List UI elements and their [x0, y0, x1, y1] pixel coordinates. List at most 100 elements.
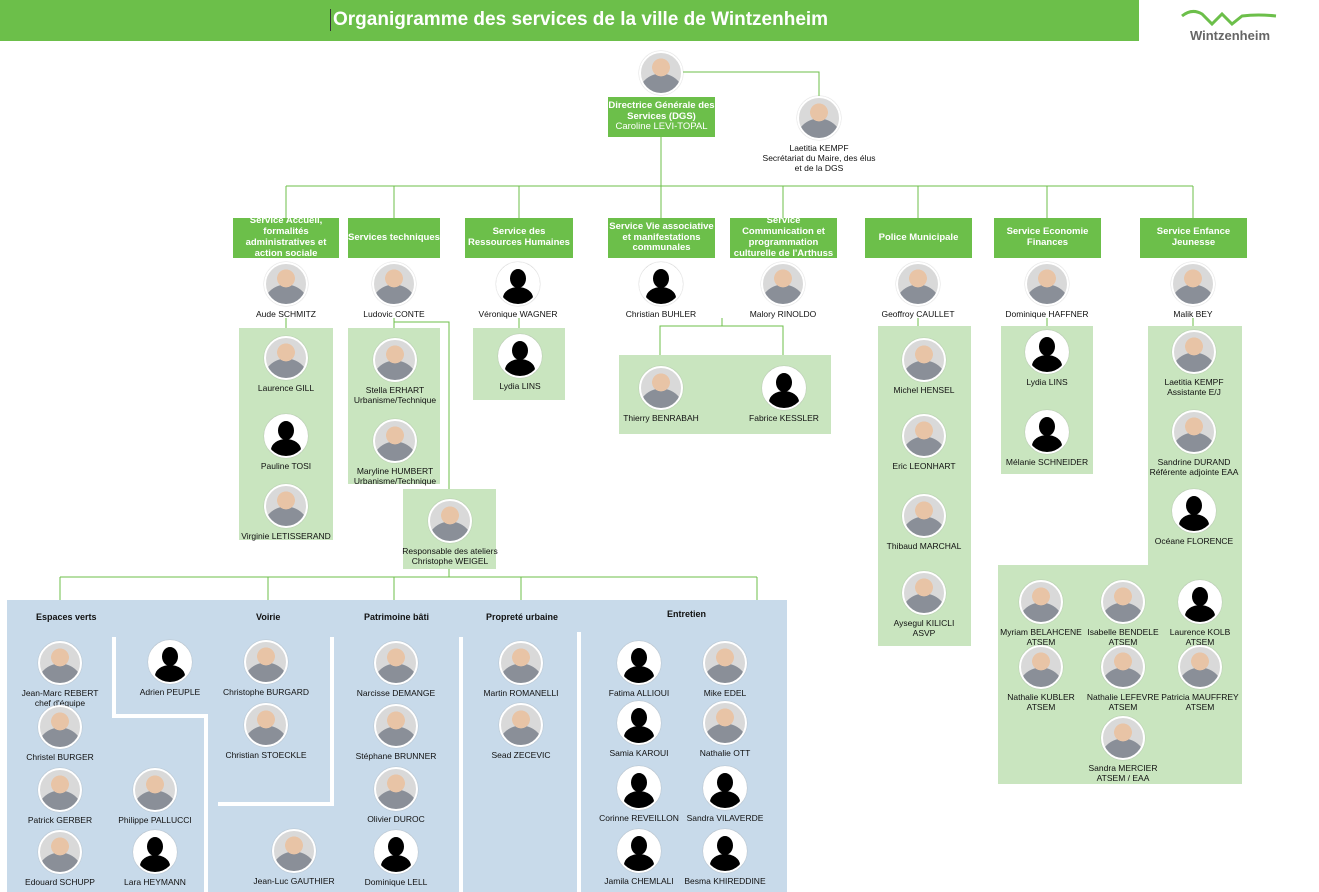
- avatar: [38, 768, 82, 812]
- avatar: [902, 338, 946, 382]
- staff-card: Narcisse DEMANGE: [336, 641, 456, 698]
- staff-card: Sead ZECEVIC: [461, 703, 581, 760]
- staff-card: Edouard SCHUPP: [0, 830, 120, 887]
- staff-card: Besma KHIREDDINE: [665, 829, 785, 886]
- secretary-name: Laetitia KEMPF: [789, 143, 849, 153]
- staff-card: Nathalie LEFEVRE ATSEM: [1063, 645, 1183, 712]
- dgs-card: [601, 51, 721, 95]
- avatar: [374, 704, 418, 748]
- head-finances: Dominique HAFFNER: [987, 262, 1107, 319]
- staff-card: Laetitia KEMPF Assistante E/J: [1134, 330, 1254, 397]
- avatar: [264, 262, 308, 306]
- person-name: Nathalie KUBLER ATSEM: [1007, 692, 1075, 713]
- person-name: Adrien PEUPLE: [139, 687, 201, 697]
- silhouette-icon: [639, 262, 683, 306]
- divider: [112, 714, 204, 718]
- silhouette-icon: [617, 641, 661, 685]
- staff-card: Olivier DUROC: [336, 767, 456, 824]
- person-name: Malik BEY: [1173, 309, 1213, 319]
- staff-card: Mike EDEL: [665, 641, 785, 698]
- head-vie-associative: Christian BUHLER: [601, 262, 721, 319]
- avatar: [1101, 580, 1145, 624]
- staff-card: Fabrice KESSLER: [724, 366, 844, 423]
- person-name: Véronique WAGNER: [478, 309, 558, 319]
- silhouette-icon: [496, 262, 540, 306]
- avatar: [1172, 330, 1216, 374]
- person-name: Laurence GILL: [257, 383, 315, 393]
- secretary-role: Secrétariat du Maire, des élus et de la …: [762, 153, 876, 174]
- dgs-name: Caroline LEVI-TOPAL: [615, 121, 708, 133]
- silhouette-icon: [617, 766, 661, 810]
- group-espaces-verts: Espaces verts: [36, 612, 97, 622]
- person-name: Thibaud MARCHAL: [886, 541, 962, 551]
- staff-card: Sandra VILAVERDE: [665, 766, 785, 823]
- person-name: Dominique HAFFNER: [1005, 309, 1089, 319]
- ateliers-head: Responsable des ateliers Christophe WEIG…: [390, 499, 510, 566]
- avatar: [639, 366, 683, 410]
- staff-card: Thierry BENRABAH: [601, 366, 721, 423]
- avatar: [264, 484, 308, 528]
- avatar: [374, 641, 418, 685]
- person-name: Christian STOECKLE: [225, 750, 307, 760]
- silhouette-icon: [1178, 580, 1222, 624]
- person-name: Responsable des ateliers Christophe WEIG…: [402, 546, 498, 567]
- staff-card: Martin ROMANELLI: [461, 641, 581, 698]
- person-name: Virginie LETISSERAND: [241, 531, 331, 541]
- person-name: Pauline TOSI: [260, 461, 312, 471]
- person-name: Isabelle BENDELE ATSEM: [1087, 627, 1159, 648]
- avatar: [373, 338, 417, 382]
- person-name: Laetitia KEMPF Assistante E/J: [1164, 377, 1224, 398]
- person-name: Nathalie LEFEVRE ATSEM: [1086, 692, 1160, 713]
- staff-card: Lydia LINS: [987, 330, 1107, 387]
- silhouette-icon: [374, 830, 418, 874]
- head-technique: Ludovic CONTE: [334, 262, 454, 319]
- person-name: Christophe BURGARD: [223, 687, 309, 697]
- person-name: Philippe PALLUCCI: [118, 815, 192, 825]
- avatar: [1019, 580, 1063, 624]
- silhouette-icon: [617, 701, 661, 745]
- staff-card: Patricia MAUFFREY ATSEM: [1140, 645, 1260, 712]
- avatar: [499, 641, 543, 685]
- staff-card: Virginie LETISSERAND: [226, 484, 346, 541]
- person-name: Sandra MERCIER ATSEM / EAA: [1088, 763, 1158, 784]
- person-name: Sandra VILAVERDE: [686, 813, 764, 823]
- head-enfance: Malik BEY: [1133, 262, 1253, 319]
- person-name: Patrick GERBER: [27, 815, 93, 825]
- divider: [459, 637, 463, 892]
- person-name: Edouard SCHUPP: [25, 877, 95, 887]
- staff-card: Jean-Luc GAUTHIER: [234, 829, 354, 886]
- person-name: Malory RINOLDO: [749, 309, 817, 319]
- staff-card: Michel HENSEL: [864, 338, 984, 395]
- silhouette-icon: [1025, 410, 1069, 454]
- avatar: [761, 262, 805, 306]
- person-name: Aude SCHMITZ: [256, 309, 316, 319]
- person-name: Jean-Luc GAUTHIER: [253, 876, 335, 886]
- person-name: Patricia MAUFFREY ATSEM: [1161, 692, 1239, 713]
- person-name: Dominique LELL: [364, 877, 428, 887]
- staff-card: Stella ERHART Urbanisme/Technique: [335, 338, 455, 405]
- avatar: [902, 494, 946, 538]
- person-name: Fabrice KESSLER: [749, 413, 819, 423]
- silhouette-icon: [617, 829, 661, 873]
- dgs-box: Directrice Générale des Services (DGS)Ca…: [608, 97, 715, 137]
- silhouette-icon: [148, 640, 192, 684]
- group-voirie: Voirie: [256, 612, 281, 622]
- person-name: Samia KAROUI: [609, 748, 669, 758]
- person-name: Sead ZECEVIC: [491, 750, 551, 760]
- staff-card: Nathalie KUBLER ATSEM: [981, 645, 1101, 712]
- silhouette-icon: [264, 414, 308, 458]
- staff-card: Mélanie SCHNEIDER: [987, 410, 1107, 467]
- group-patrimoine: Patrimoine bâti: [364, 612, 430, 622]
- group-entretien: Entretien: [667, 609, 707, 619]
- person-name: Jean-Marc REBERT chef d'équipe: [21, 688, 99, 709]
- avatar: [703, 701, 747, 745]
- person-name: Stéphane BRUNNER: [355, 751, 437, 761]
- avatar: [372, 262, 416, 306]
- staff-card: Philippe PALLUCCI: [95, 768, 215, 825]
- avatar: [244, 640, 288, 684]
- staff-card: Isabelle BENDELE ATSEM: [1063, 580, 1183, 647]
- avatar: [272, 829, 316, 873]
- person-name: Sandrine DURAND Référente adjointe EAA: [1149, 457, 1239, 478]
- divider: [204, 714, 208, 892]
- person-name: Océane FLORENCE: [1154, 536, 1234, 546]
